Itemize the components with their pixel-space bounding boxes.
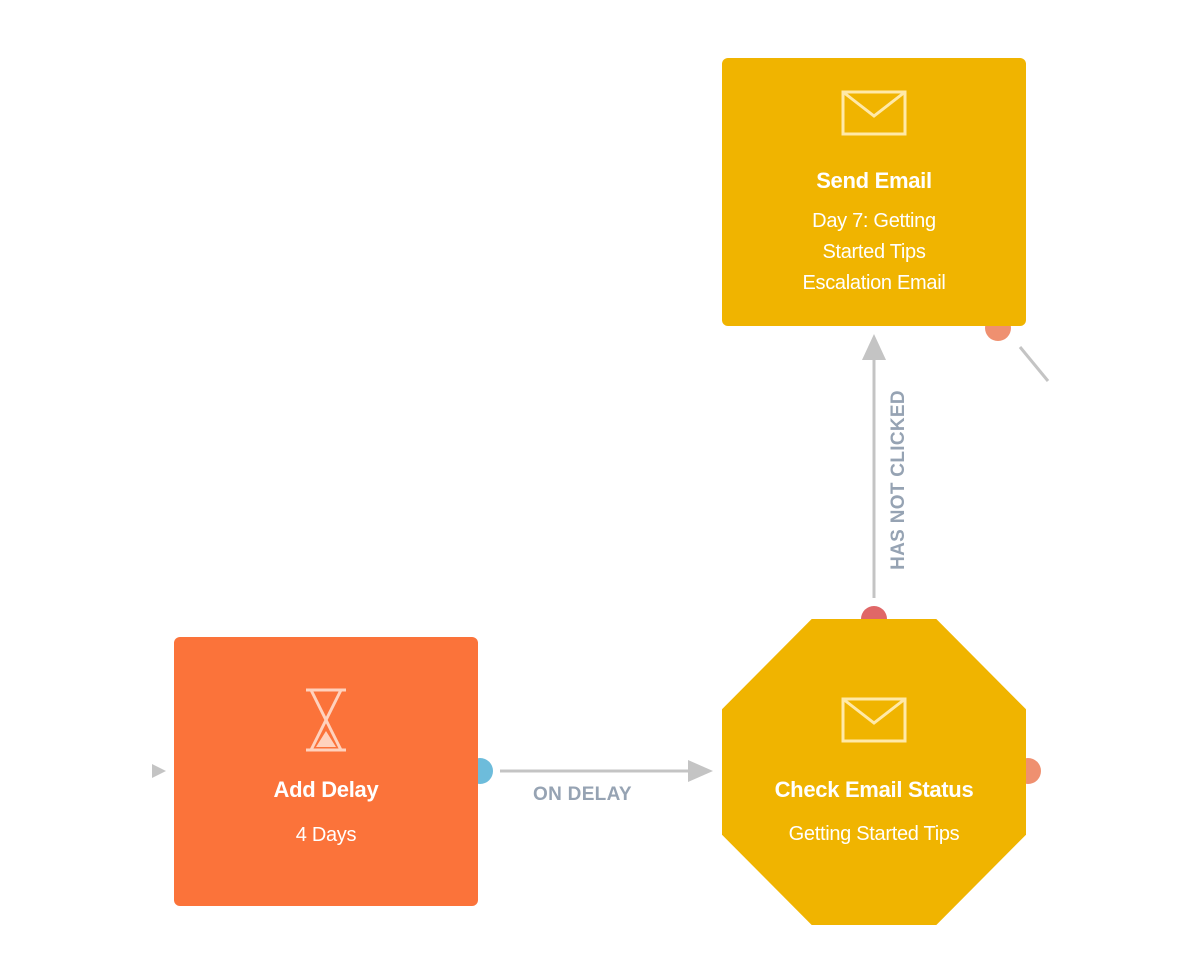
- envelope-icon: [841, 90, 907, 136]
- send-email-subtitle-line: Day 7: Getting: [812, 210, 936, 232]
- has-not-clicked-edge-label: HAS NOT CLICKED: [888, 390, 909, 570]
- send-email-subtitle: Day 7: Getting Started Tips Escalation E…: [732, 206, 1016, 299]
- send-email-title: Send Email: [816, 168, 932, 193]
- incoming-arrow-head: [152, 764, 166, 778]
- has-not-clicked-arrow-head: [862, 334, 886, 360]
- send-email-subtitle-line: Started Tips: [822, 241, 926, 263]
- add-delay-title: Add Delay: [273, 777, 379, 802]
- on-delay-arrow-head: [688, 760, 713, 782]
- send-email-node[interactable]: Send Email Day 7: Getting Started Tips E…: [722, 58, 1026, 326]
- hourglass-icon: [306, 688, 346, 752]
- add-delay-subtitle: 4 Days: [295, 824, 357, 846]
- on-delay-edge-label: ON DELAY: [533, 784, 632, 805]
- add-delay-node[interactable]: Add Delay 4 Days: [174, 637, 478, 906]
- check-email-status-title: Check Email Status: [774, 777, 974, 802]
- send-email-subtitle-line: Escalation Email: [802, 272, 946, 294]
- check-email-status-node[interactable]: Check Email Status Getting Started Tips: [722, 619, 1026, 925]
- check-email-status-subtitle: Getting Started Tips: [788, 823, 960, 845]
- envelope-icon: [841, 697, 907, 743]
- send-email-outgoing-connector[interactable]: [1018, 346, 1050, 382]
